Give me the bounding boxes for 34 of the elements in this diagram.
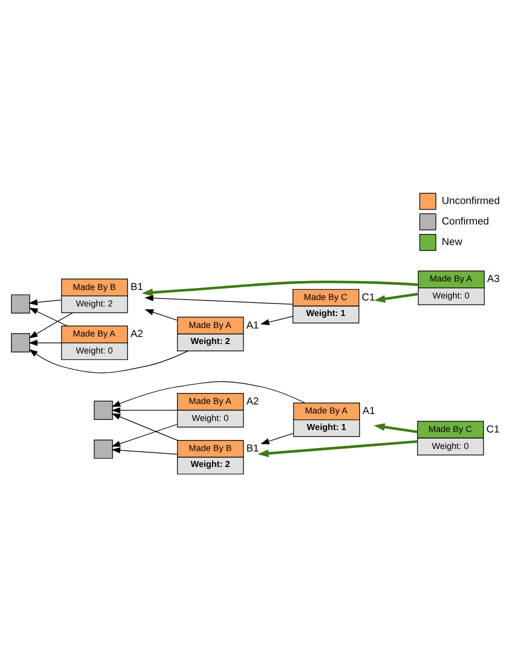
arrow [29, 307, 68, 326]
arrow [374, 292, 418, 302]
node-box [94, 400, 113, 420]
arrow [111, 446, 178, 454]
arrow [112, 380, 305, 406]
arrow [144, 294, 294, 304]
arrow [112, 412, 178, 440]
node-label: B1 [130, 282, 144, 293]
arrow [28, 339, 62, 346]
arrow [260, 316, 293, 325]
arrow [112, 424, 178, 446]
node-label: A3 [487, 274, 500, 285]
node-box [94, 439, 113, 458]
legend-label: Unconfirmed [442, 196, 500, 207]
legend-label: New [442, 236, 462, 248]
arrow [144, 308, 178, 320]
arrow [28, 312, 73, 338]
arrow [258, 440, 418, 457]
arrow [260, 432, 294, 444]
node-label: A1 [362, 406, 376, 417]
arrow [374, 422, 418, 433]
node-label: C1 [362, 292, 375, 303]
node-label: A2 [130, 328, 144, 340]
node-box [10, 294, 30, 313]
arrow [28, 348, 188, 373]
node-box [10, 332, 30, 352]
node-label: A1 [246, 320, 259, 331]
arrow [111, 406, 178, 413]
node-label: C1 [486, 424, 500, 435]
arrow [142, 280, 418, 296]
node-label: B1 [246, 442, 259, 454]
arrow [28, 298, 62, 305]
legend-label: Confirmed [442, 216, 490, 228]
node-label: A2 [246, 396, 259, 408]
